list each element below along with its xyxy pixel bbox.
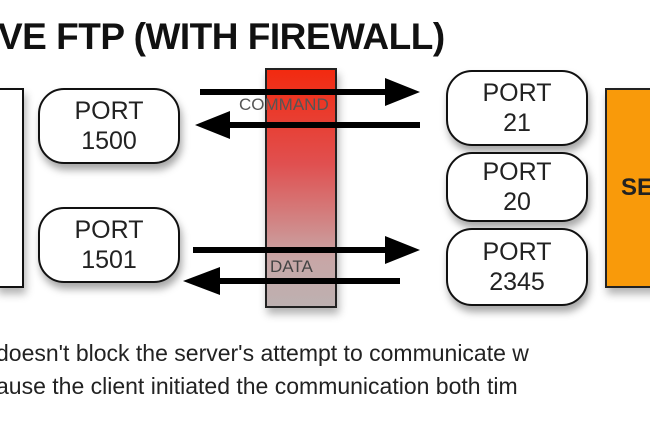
port-label: PORT: [74, 216, 144, 244]
arrow-head: [385, 78, 420, 106]
port-label: PORT: [482, 158, 552, 186]
port-label: PORT: [482, 79, 552, 107]
arrow-head: [195, 111, 230, 139]
caption-line-2: ause the client initiated the communicat…: [0, 373, 518, 399]
port-number: 1500: [81, 127, 137, 155]
diagram-title: VE FTP (WITH FIREWALL): [0, 16, 445, 57]
command-label: COMMAND: [239, 95, 329, 114]
client-port-1500: PORT 1500: [38, 88, 180, 164]
port-number: 21: [503, 109, 531, 137]
arrow-head: [183, 267, 220, 295]
firewall: [265, 68, 337, 308]
port-label: PORT: [482, 238, 552, 266]
port-number: 20: [503, 188, 531, 216]
server-port-21: PORT 21: [446, 70, 588, 146]
server-port-2345: PORT 2345: [446, 228, 588, 306]
client-port-1501: PORT 1501: [38, 207, 180, 283]
server-box: SE: [605, 88, 650, 288]
client-box: [0, 88, 24, 288]
arrow-head: [385, 236, 420, 264]
port-number: 1501: [81, 246, 137, 274]
data-label: DATA: [270, 257, 313, 276]
port-label: PORT: [74, 97, 144, 125]
server-label: SE: [621, 174, 650, 201]
server-port-20: PORT 20: [446, 152, 588, 222]
port-number: 2345: [489, 268, 545, 296]
caption-line-1: doesn't block the server's attempt to co…: [0, 340, 529, 366]
